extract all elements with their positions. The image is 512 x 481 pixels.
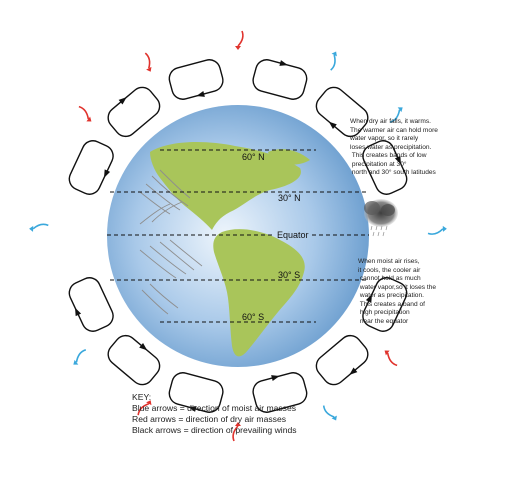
circulation-cell (252, 372, 308, 413)
air-mass-arrows (29, 30, 447, 442)
note-line: near the equator (358, 317, 409, 325)
dry-air-arrow (78, 105, 90, 120)
earth-globe: 60° N 30° N Equator 30° S 60° S (107, 105, 369, 367)
circulation-cell (107, 334, 161, 386)
wind-direction-arrowhead (279, 60, 288, 66)
moist-air-arrowhead (331, 51, 337, 57)
wind-direction-arrowhead (118, 97, 127, 105)
circulation-cell (68, 140, 114, 195)
dry-air-arrowhead (235, 46, 241, 50)
note-line: When dry air falls, it warms. (350, 118, 431, 125)
moist-air-explanation: When moist air rises,it cools, the coole… (358, 258, 458, 327)
label-equator: Equator (277, 230, 309, 240)
key-blue-arrows: Blue arrows = direction of moist air mas… (132, 403, 297, 413)
dry-air-arrow (237, 30, 244, 47)
circulation-cell (68, 277, 114, 332)
circulation-cell (168, 372, 224, 413)
label-60n: 60° N (242, 152, 265, 162)
key-title: KEY: (132, 392, 152, 402)
note-line: loses water as precipitation. (350, 143, 432, 151)
dry-air-arrowhead (146, 400, 152, 406)
rain-cloud-icon (364, 199, 398, 237)
circulation-cell (315, 334, 369, 386)
wind-direction-arrowhead (349, 367, 358, 375)
wind-direction-arrowhead (328, 121, 337, 130)
note-line: water vapor, so it rarely (350, 135, 419, 143)
label-60s: 60° S (242, 312, 264, 322)
dry-air-arrowhead (384, 350, 390, 356)
latitude-lines (107, 149, 369, 323)
note-line: The warmer air can hold more (350, 126, 438, 134)
circulation-cell (362, 277, 408, 332)
dry-air-arrow (137, 403, 150, 416)
dry-air-arrowhead (86, 116, 92, 122)
key-legend: KEY: Blue arrows = direction of moist ai… (132, 392, 297, 436)
note-line: cannot hold as much (358, 275, 421, 283)
note-line: When moist air rises, (358, 258, 420, 265)
circulation-cell (315, 86, 369, 138)
wind-direction-arrowhead (394, 155, 401, 165)
note-line: This creates bands of low (350, 152, 427, 160)
dry-air-explanation: When dry air falls, it warms.The warmer … (350, 118, 468, 178)
wind-streaks (139, 169, 203, 315)
note-line: water as precipitation. (358, 292, 424, 300)
note-line: it cools, the cooler air (358, 266, 421, 274)
circulation-cells (68, 59, 408, 413)
wind-direction-arrowhead (196, 91, 205, 97)
moist-air-arrow (75, 349, 87, 363)
south-america-landmass (213, 229, 305, 357)
note-line: This creates a band of (358, 300, 425, 308)
circulation-cell (168, 59, 224, 100)
wind-direction-arrowhead (75, 307, 82, 317)
moist-air-arrowhead (73, 359, 79, 365)
note-line: water vapor,so it loses the (358, 283, 437, 291)
moist-air-arrowhead (331, 415, 337, 421)
moist-air-arrowhead (29, 225, 34, 232)
wind-direction-arrowhead (104, 169, 111, 178)
greenland-landmass (268, 149, 310, 165)
dry-air-arrowhead (235, 422, 241, 426)
circulation-cell (362, 140, 408, 195)
label-30s: 30° S (278, 270, 300, 280)
wind-direction-arrowhead (139, 342, 148, 351)
label-30n: 30° N (278, 193, 301, 203)
moist-air-arrowhead (442, 225, 447, 232)
wind-direction-arrowhead (365, 294, 372, 303)
moist-air-arrow (330, 54, 336, 71)
wind-direction-arrowhead (188, 406, 197, 412)
moist-air-arrow (427, 228, 444, 235)
circulation-cell (107, 86, 161, 138)
note-line: precipitation at 30° (350, 160, 407, 168)
moist-air-arrow (32, 223, 49, 230)
rain-drops (370, 225, 388, 237)
note-line: north and 30° south latitudes (350, 169, 436, 177)
moist-air-arrowhead (397, 107, 403, 113)
key-red-arrows: Red arrows = direction of dry air masses (132, 414, 287, 424)
dry-air-arrowhead (146, 66, 152, 72)
key-black-arrows: Black arrows = direction of prevailing w… (132, 425, 297, 435)
wind-direction-arrowhead (271, 375, 280, 381)
note-line: high precipitation (358, 309, 410, 317)
dry-air-arrow (386, 352, 398, 367)
circulation-cell (252, 59, 308, 100)
moist-air-arrow (389, 109, 401, 123)
dry-air-arrow (144, 52, 151, 69)
north-america-landmass (150, 142, 301, 230)
moist-air-arrow (322, 405, 335, 418)
continents (139, 142, 310, 357)
dry-air-arrow (232, 425, 239, 442)
